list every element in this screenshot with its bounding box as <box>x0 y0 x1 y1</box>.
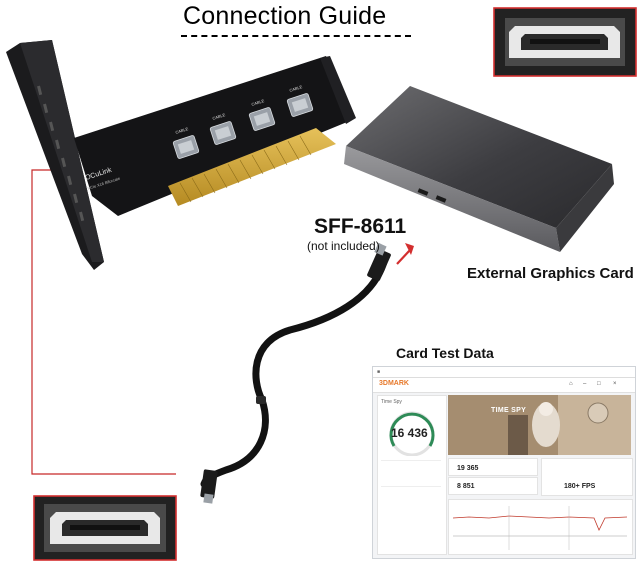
graphics-score: 19 365 <box>457 465 479 472</box>
page-title: Connection Guide <box>183 2 387 30</box>
oculink-adapter-card: OCuLink PCIe X16 Bifurcate CABLE CABLE C… <box>74 56 356 216</box>
cpu-score: 8 851 <box>457 483 475 490</box>
panel-title: Time Spy <box>381 399 402 405</box>
cpu-score-box <box>448 477 538 495</box>
port-closeup-bottom <box>33 495 177 561</box>
sff-8611-cable <box>200 242 391 504</box>
graphics-score-box <box>448 458 538 476</box>
benchmark-screenshot: ■ 3DMARK ⌂ – □ × Time Spy 16 436 TIME SP… <box>372 366 636 559</box>
minimize-icon: – <box>583 381 587 387</box>
benchmark-topbar: 3DMARK ⌂ – □ × <box>373 378 635 393</box>
test-data-label: Card Test Data <box>396 345 494 361</box>
window-header: ■ <box>373 367 635 378</box>
pcie-bracket <box>6 40 104 270</box>
guide-line <box>31 169 176 475</box>
timespy-hero <box>448 395 631 455</box>
not-included-label: (not included) <box>307 239 380 253</box>
maximize-icon: □ <box>597 381 601 387</box>
svg-text:CABLE: CABLE <box>251 98 265 107</box>
svg-text:CABLE: CABLE <box>212 112 226 121</box>
monitoring-graph <box>448 499 633 555</box>
title-divider <box>181 35 411 37</box>
egpu-label: External Graphics Card <box>467 265 634 282</box>
hero-title: TIME SPY <box>491 407 527 414</box>
red-arrow <box>396 243 414 265</box>
score-panel: Time Spy 16 436 <box>377 395 447 555</box>
sff-label: SFF-8611 <box>314 215 407 238</box>
fps-box <box>541 458 633 496</box>
port-closeup-top <box>493 7 637 77</box>
svg-text:CABLE: CABLE <box>175 126 189 135</box>
brand-logo: 3DMARK <box>379 380 409 387</box>
home-icon: ⌂ <box>569 381 573 387</box>
fps-value: 180+ FPS <box>564 483 596 490</box>
svg-text:CABLE: CABLE <box>289 84 303 93</box>
close-icon: × <box>613 381 617 387</box>
overall-score: 16 436 <box>391 426 428 440</box>
score-gauge <box>389 411 435 456</box>
external-graphics-card <box>344 86 614 252</box>
